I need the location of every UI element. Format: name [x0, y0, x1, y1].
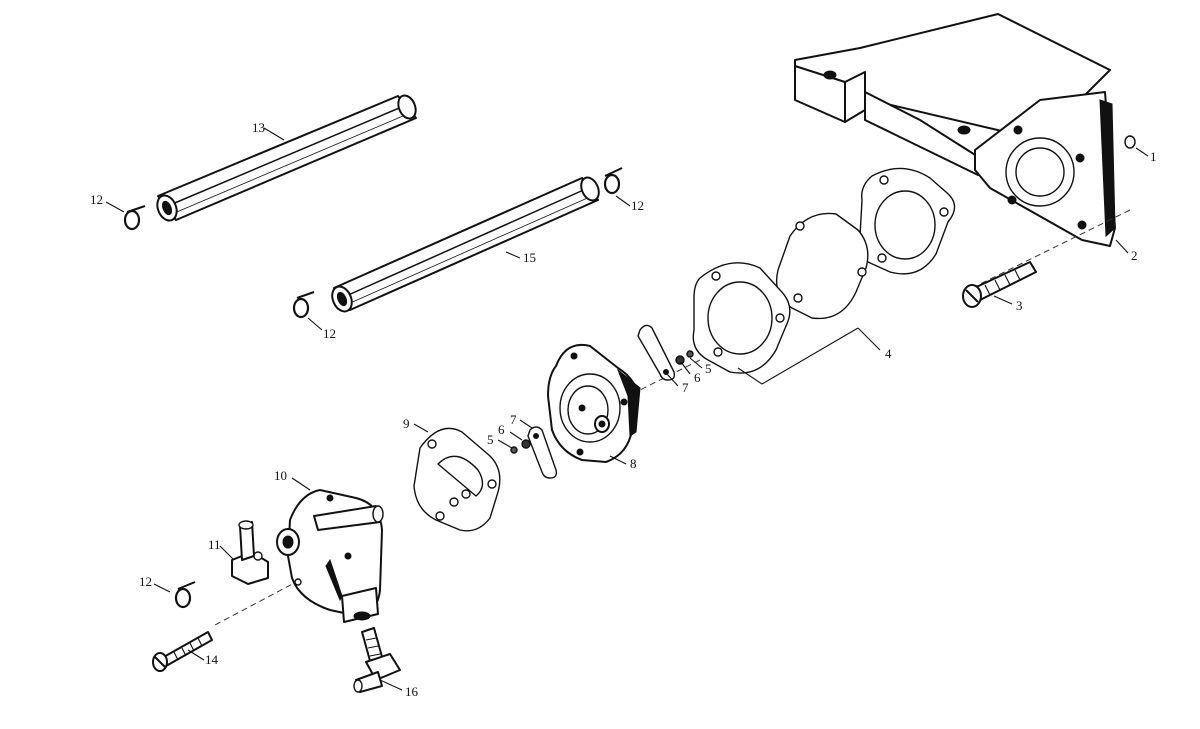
hose-clamp-2 [603, 167, 623, 195]
callout-10: 10 [274, 468, 287, 483]
callout-14: 14 [205, 652, 219, 667]
pump-cover [276, 489, 384, 623]
callout-12-b: 12 [631, 198, 644, 213]
link-right [637, 324, 676, 381]
callout-9: 9 [403, 416, 410, 431]
pump-body [547, 344, 641, 463]
hose-lower [331, 176, 600, 313]
callout-8: 8 [630, 456, 637, 471]
callout-4: 4 [885, 346, 892, 361]
gasket-set [692, 167, 956, 385]
alignment-line-bracket [967, 209, 1131, 291]
lock-washer-left [510, 446, 518, 454]
callout-1: 1 [1150, 149, 1157, 164]
callout-labels: 1 2 3 4 5 6 7 5 6 7 8 9 10 11 12 12 12 1… [90, 120, 1157, 699]
callout-2: 2 [1131, 248, 1138, 263]
callout-3: 3 [1016, 298, 1023, 313]
callout-12-d: 12 [139, 574, 152, 589]
hose-clamp-4 [174, 581, 196, 609]
screw-long [152, 631, 213, 672]
callout-7-right: 7 [682, 380, 689, 395]
elbow-fitting-cover [231, 520, 269, 585]
gasket-pump [413, 427, 501, 532]
lock-washer-right [686, 350, 694, 358]
mounting-bracket [794, 13, 1116, 247]
hose-clamp-1 [123, 205, 146, 231]
callout-7-left: 7 [510, 412, 517, 427]
alignment-line-cover [214, 579, 301, 626]
leader-lines [105, 127, 1149, 691]
callout-16: 16 [405, 684, 419, 699]
callout-13: 13 [252, 120, 265, 135]
callout-12-a: 12 [90, 192, 103, 207]
hose-upper [156, 94, 417, 222]
washer-small [1124, 135, 1136, 149]
hose-clamp-3 [292, 291, 315, 319]
callout-6-right: 6 [694, 370, 701, 385]
callout-11: 11 [208, 537, 221, 552]
washer-right [675, 355, 685, 365]
link-left [527, 426, 558, 479]
callout-12-c: 12 [323, 326, 336, 341]
callout-5-left: 5 [487, 432, 494, 447]
callout-15: 15 [523, 250, 536, 265]
callout-5-right: 5 [705, 361, 712, 376]
callout-6-left: 6 [498, 422, 505, 437]
screw-bracket [962, 261, 1037, 308]
washer-left [521, 439, 531, 449]
elbow-fitting-bottom [353, 627, 401, 693]
